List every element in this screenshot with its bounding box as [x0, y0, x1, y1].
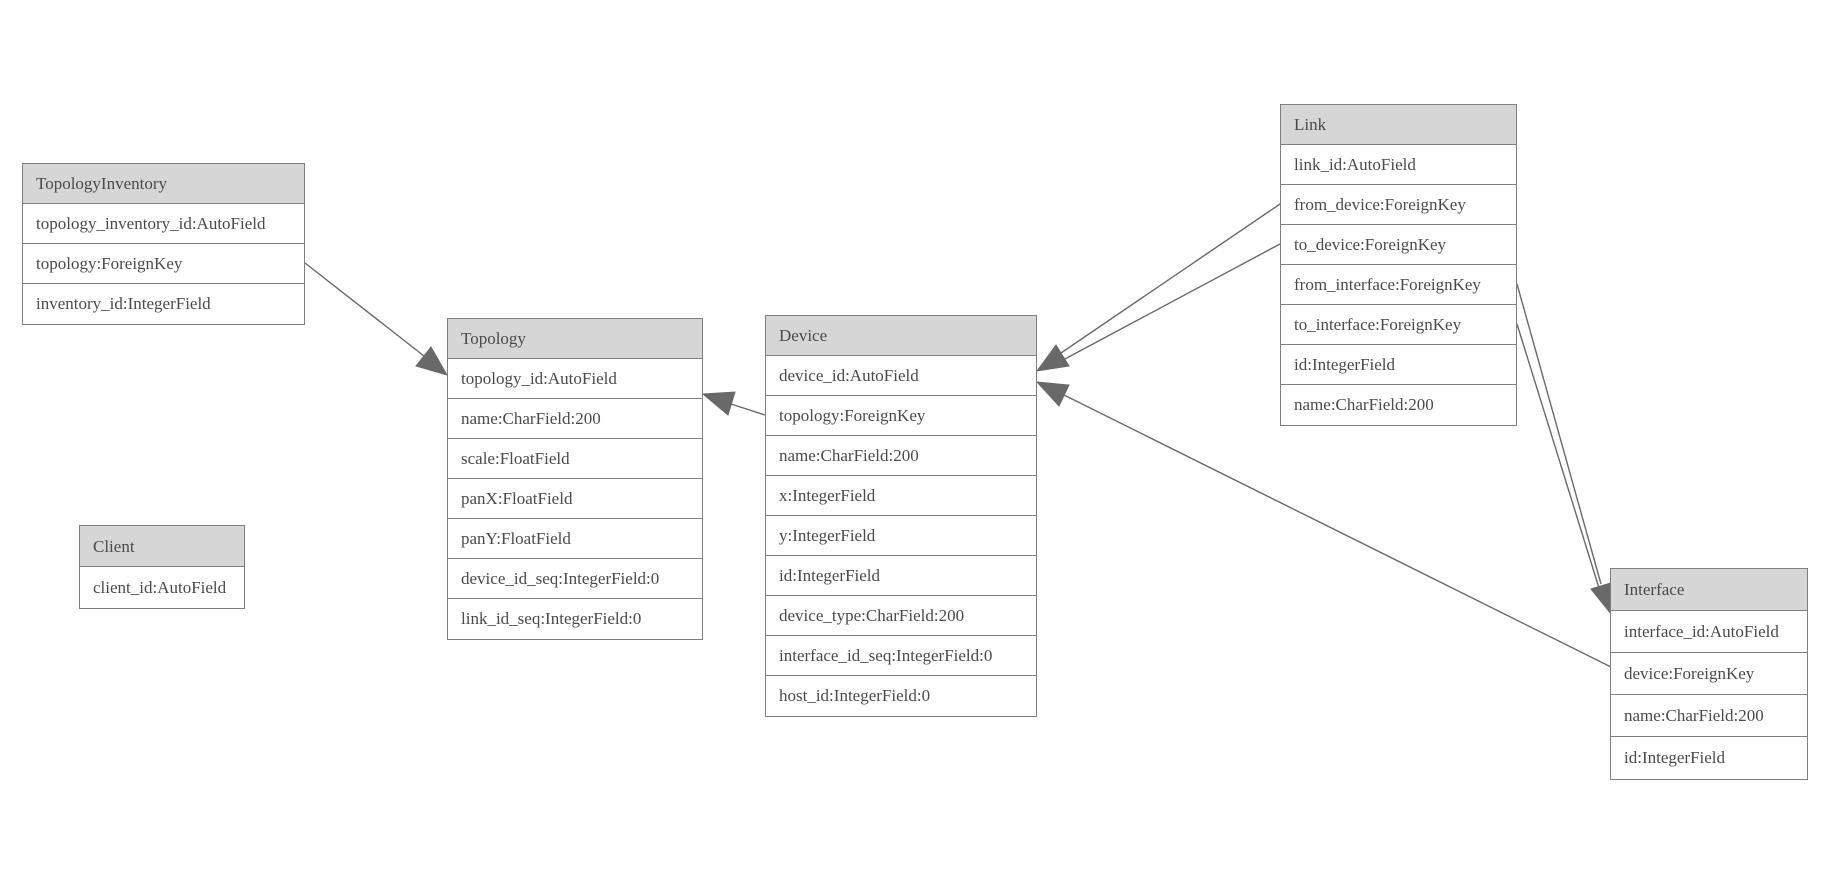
- entity-field-device-6: device_type:CharField:200: [766, 596, 1036, 636]
- entity-field-link-0: link_id:AutoField: [1281, 145, 1516, 185]
- arrow-link-from-interface-to-interface: [1516, 283, 1602, 585]
- entity-field-interface-0: interface_id:AutoField: [1611, 611, 1807, 653]
- entity-field-topology-4: panY:FloatField: [448, 519, 702, 559]
- entity-field-link-4: to_interface:ForeignKey: [1281, 305, 1516, 345]
- entity-field-device-3: x:IntegerField: [766, 476, 1036, 516]
- entity-field-device-4: y:IntegerField: [766, 516, 1036, 556]
- entity-field-link-5: id:IntegerField: [1281, 345, 1516, 385]
- entity-field-topology-6: link_id_seq:IntegerField:0: [448, 599, 702, 639]
- entity-field-topologyinventory-2: inventory_id:IntegerField: [23, 284, 304, 324]
- entity-field-interface-1: device:ForeignKey: [1611, 653, 1807, 695]
- entity-field-topology-0: topology_id:AutoField: [448, 359, 702, 399]
- entity-field-topology-3: panX:FloatField: [448, 479, 702, 519]
- entity-header-topologyinventory: TopologyInventory: [23, 164, 304, 204]
- entity-field-device-5: id:IntegerField: [766, 556, 1036, 596]
- arrow-device-to-topology: [730, 403, 766, 416]
- entity-field-topologyinventory-0: topology_inventory_id:AutoField: [23, 204, 304, 244]
- entity-field-link-3: from_interface:ForeignKey: [1281, 265, 1516, 305]
- entity-field-device-1: topology:ForeignKey: [766, 396, 1036, 436]
- arrow-interface-to-device: [1063, 394, 1612, 668]
- entity-header-topology: Topology: [448, 319, 702, 359]
- entity-header-client: Client: [80, 526, 244, 567]
- entity-field-device-0: device_id:AutoField: [766, 356, 1036, 396]
- entity-header-link: Link: [1281, 105, 1516, 145]
- arrowhead-device-to-topology: [701, 391, 736, 416]
- arrow-link-from-device-to-device: [1060, 203, 1281, 354]
- arrowhead-link-to-device: [1035, 344, 1070, 372]
- entity-header-interface: Interface: [1611, 569, 1807, 611]
- arrowhead-topologyinventory-to-topology: [415, 346, 449, 376]
- entity-field-client-0: client_id:AutoField: [80, 567, 244, 608]
- entity-field-link-6: name:CharField:200: [1281, 385, 1516, 425]
- entity-field-interface-2: name:CharField:200: [1611, 695, 1807, 737]
- entity-field-topology-5: device_id_seq:IntegerField:0: [448, 559, 702, 599]
- entity-field-device-8: host_id:IntegerField:0: [766, 676, 1036, 716]
- arrow-topologyinventory-to-topology: [304, 262, 425, 357]
- entity-field-link-2: to_device:ForeignKey: [1281, 225, 1516, 265]
- entity-field-topologyinventory-1: topology:ForeignKey: [23, 244, 304, 284]
- arrow-link-to-interface-to-interface: [1516, 323, 1600, 589]
- arrow-link-to-device-to-device: [1062, 243, 1281, 361]
- entity-field-interface-3: id:IntegerField: [1611, 737, 1807, 779]
- entity-field-link-1: from_device:ForeignKey: [1281, 185, 1516, 225]
- entity-header-device: Device: [766, 316, 1036, 356]
- entity-field-device-2: name:CharField:200: [766, 436, 1036, 476]
- arrowhead-interface-to-device: [1035, 381, 1070, 407]
- entity-field-topology-1: name:CharField:200: [448, 399, 702, 439]
- entity-field-topology-2: scale:FloatField: [448, 439, 702, 479]
- entity-field-device-7: interface_id_seq:IntegerField:0: [766, 636, 1036, 676]
